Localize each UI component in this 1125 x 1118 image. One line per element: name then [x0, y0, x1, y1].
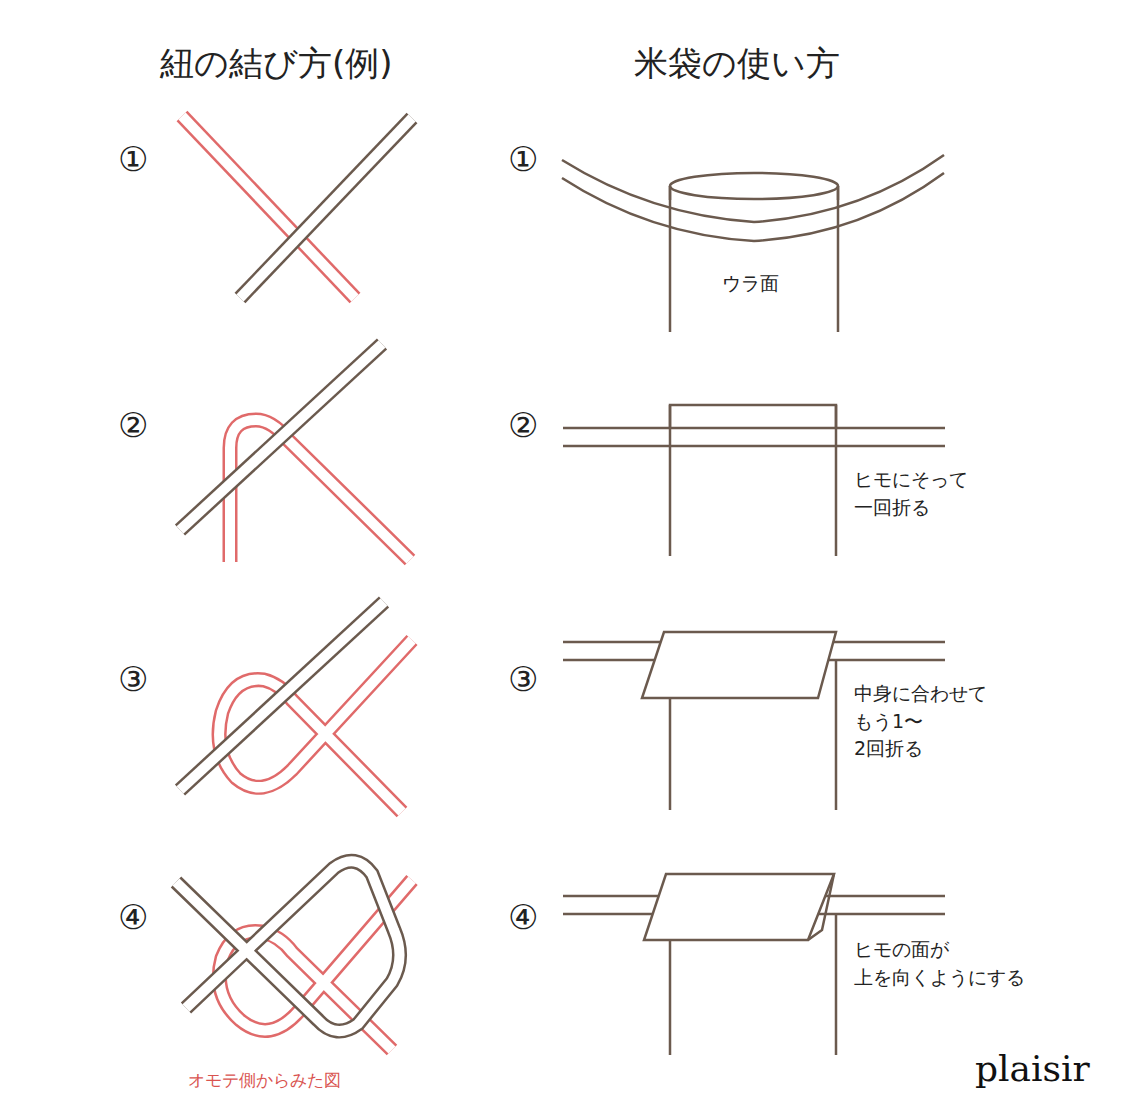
- callout-number: ②: [508, 404, 538, 447]
- knot-step-3: [180, 602, 412, 812]
- watermark: plaisir: [975, 1046, 1090, 1091]
- caption-note: オモテ側からみた図: [188, 1070, 341, 1091]
- column-heading: 紐の結び方(例): [160, 42, 393, 85]
- instruction-note: ヒモの面が 上を向くようにする: [854, 936, 1025, 991]
- callout-number: ①: [508, 138, 538, 181]
- knot-step-4: [176, 861, 412, 1050]
- knot-step-1: [182, 116, 412, 298]
- callout-number: ③: [508, 658, 538, 701]
- callout-number: ②: [118, 404, 148, 447]
- rice-bag-step-1: [562, 155, 944, 332]
- instruction-note: ヒモにそって 一回折る: [854, 466, 968, 521]
- instruction-note: 中身に合わせて もう1〜2回折る: [854, 680, 987, 763]
- callout-number: ④: [118, 896, 148, 939]
- rice-bag-step-4: [563, 874, 945, 1055]
- callout-number: ④: [508, 896, 538, 939]
- column-heading: 米袋の使い方: [634, 42, 840, 85]
- callout-number: ①: [118, 138, 148, 181]
- side-label: ウラ面: [722, 272, 779, 296]
- callout-number: ③: [118, 658, 148, 701]
- knot-step-2: [180, 344, 410, 562]
